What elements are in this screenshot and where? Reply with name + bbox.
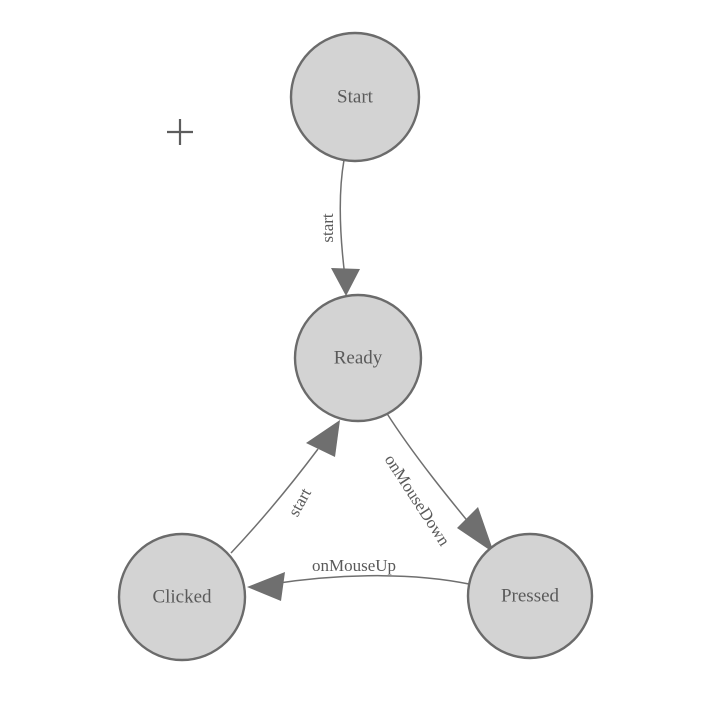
node-ready[interactable]: Ready bbox=[293, 293, 423, 423]
node-ready-circle bbox=[293, 293, 423, 423]
edge-label-clicked-to-ready: start bbox=[284, 485, 315, 520]
node-clicked-label: Clicked bbox=[152, 586, 212, 607]
edge-path-clicked-to-ready bbox=[230, 448, 319, 554]
node-clicked-circle bbox=[117, 532, 247, 662]
edge-ready-to-pressed[interactable]: onMouseDown bbox=[381, 411, 494, 553]
arrowhead-ready-top bbox=[331, 268, 360, 296]
node-start-circle bbox=[289, 31, 421, 163]
edge-label-start-to-ready: start bbox=[318, 213, 337, 243]
node-pressed-label: Pressed bbox=[501, 585, 560, 606]
node-ready-label: Ready bbox=[334, 347, 383, 368]
edge-label-ready-to-pressed: onMouseDown bbox=[381, 451, 454, 550]
edge-start-to-ready[interactable]: start bbox=[318, 159, 360, 296]
edge-path-start-to-ready bbox=[339, 159, 346, 278]
node-start-label: Start bbox=[337, 86, 374, 107]
edge-label-pressed-to-clicked: onMouseUp bbox=[312, 556, 396, 575]
arrowhead-pressed-topleft bbox=[457, 507, 494, 553]
arrowhead-ready-bottomleft bbox=[306, 420, 340, 457]
node-pressed[interactable]: Pressed bbox=[466, 532, 594, 660]
arrowhead-clicked-right bbox=[247, 572, 285, 601]
crosshair-icon bbox=[167, 119, 193, 145]
edge-pressed-to-clicked[interactable]: onMouseUp bbox=[247, 556, 470, 601]
node-pressed-circle bbox=[466, 532, 594, 660]
node-start[interactable]: Start bbox=[289, 31, 421, 163]
node-clicked[interactable]: Clicked bbox=[117, 532, 247, 662]
edge-path-pressed-to-clicked bbox=[271, 574, 470, 585]
edge-clicked-to-ready[interactable]: start bbox=[230, 420, 340, 554]
